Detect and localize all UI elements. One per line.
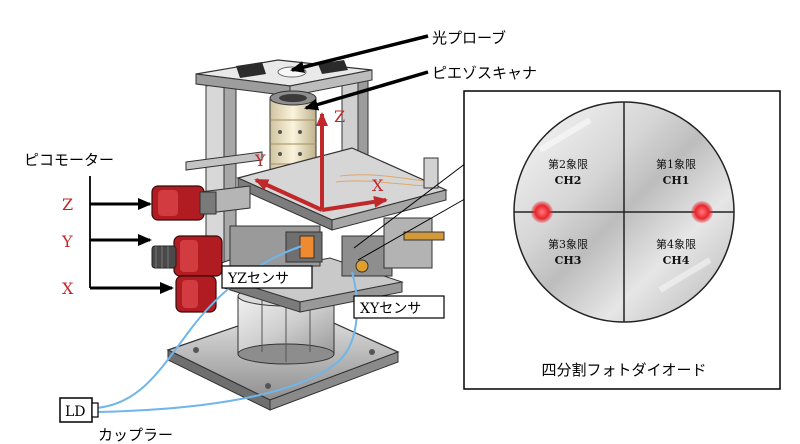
laser-diode: LD [59,397,99,423]
scan-axes [254,112,388,212]
axis-z-label: Z [334,107,345,126]
axis-y-label: Y [254,151,266,170]
piezo-scanner-pointer [304,70,429,111]
quadrant-1-name: 第1象限 [656,157,696,171]
optical-probe-label: 光プローブ [432,29,506,47]
yz-sensor-label: YZセンサ [227,271,289,287]
scanner-apparatus: Z Y X [151,59,448,411]
fiber-to-yz-sensor [95,245,303,409]
pico-motor-y-label: Y [61,232,73,251]
photodiode-caption: 四分割フォトダイオード [541,361,706,379]
axis-y-arrow [254,178,323,212]
photodiode-disk [513,101,735,323]
axis-x-arrow [321,195,388,212]
laser-spot-right [691,201,713,223]
optical-probe-pointer [290,34,429,73]
quadrant-3-name: 第3象限 [548,237,588,251]
pico-motor-label: ピコモーター [24,151,114,169]
photodiode-inset: 第2象限 CH2 第1象限 CH1 第3象限 CH3 第4象限 CH4 四分割フ… [463,90,781,390]
quadrant-1-channel: CH1 [663,174,690,187]
laser-spot-left [531,201,553,223]
axis-x-label: X [372,176,384,195]
pico-motor-y [151,235,223,277]
quadrant-4-name: 第4象限 [656,237,696,251]
inset-callout-line-top [353,159,471,249]
pico-motor-x-label: X [62,279,74,298]
ld-label: LD [65,404,86,420]
quadrant-2-name: 第2象限 [548,157,588,171]
xy-sensor-label: XYセンサ [360,301,421,317]
coupler-label: カップラー [98,426,173,444]
pico-motor-z-label: Z [62,195,73,214]
inset-callout-line-bottom [357,195,471,261]
quadrant-2-channel: CH2 [555,174,582,187]
yz-sensor-callout: YZセンサ [221,265,313,289]
pico-motor-x [175,275,217,313]
piezo-scanner-label: ピエゾスキャナ [432,64,537,82]
quadrant-4-channel: CH4 [663,254,690,267]
quadrant-3-channel: CH3 [555,254,582,267]
pico-motor-z [151,185,217,221]
xy-sensor-callout: XYセンサ [353,295,445,319]
